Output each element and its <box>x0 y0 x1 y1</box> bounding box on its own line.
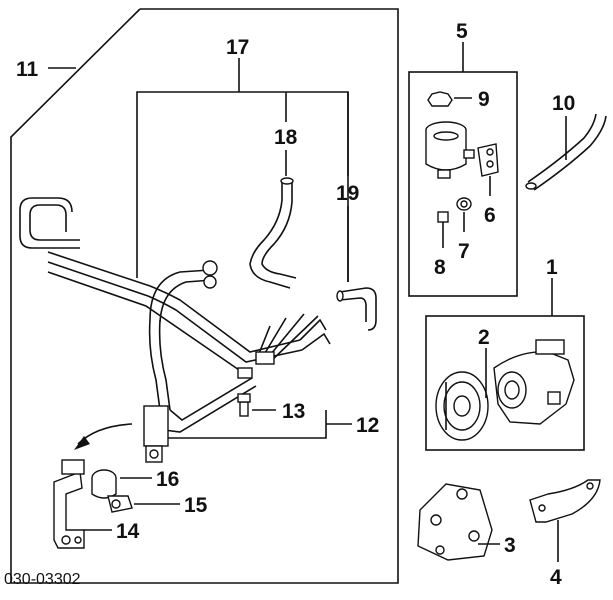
label-18: 18 <box>274 126 298 149</box>
label-16: 16 <box>156 468 179 491</box>
reservoir-group-box <box>408 42 518 297</box>
label-11: 11 <box>16 58 39 81</box>
label-1: 1 <box>546 256 558 279</box>
diagram-code: 030-03302 <box>4 571 81 588</box>
label-14: 14 <box>116 520 140 543</box>
label-3: 3 <box>504 534 516 557</box>
label-2: 2 <box>478 326 490 349</box>
reservoir-parts <box>425 91 499 248</box>
label-6: 6 <box>484 204 496 227</box>
label-15: 15 <box>184 494 208 517</box>
hose-10 <box>525 113 607 191</box>
part-labels: 11 17 18 19 5 9 10 6 7 8 1 2 13 12 16 15… <box>4 20 575 589</box>
pipe-assembly <box>19 177 377 463</box>
bracket-parts <box>53 459 180 549</box>
label-13: 13 <box>282 400 305 423</box>
bracket-3 <box>417 483 500 561</box>
label-8: 8 <box>434 256 446 279</box>
label-9: 9 <box>478 88 490 111</box>
label-17: 17 <box>226 36 249 59</box>
bracket-4 <box>529 479 601 562</box>
label-5: 5 <box>456 20 468 43</box>
pressure-line-bracket <box>164 409 352 439</box>
pump-group-box <box>425 278 585 451</box>
pump-parts <box>435 339 575 441</box>
label-12: 12 <box>356 414 379 437</box>
label-19: 19 <box>336 182 359 205</box>
hose-group-bracket <box>136 58 349 282</box>
main-assembly-frame <box>10 8 399 584</box>
label-7: 7 <box>458 240 470 263</box>
label-4: 4 <box>550 566 562 589</box>
label-10: 10 <box>552 92 575 115</box>
